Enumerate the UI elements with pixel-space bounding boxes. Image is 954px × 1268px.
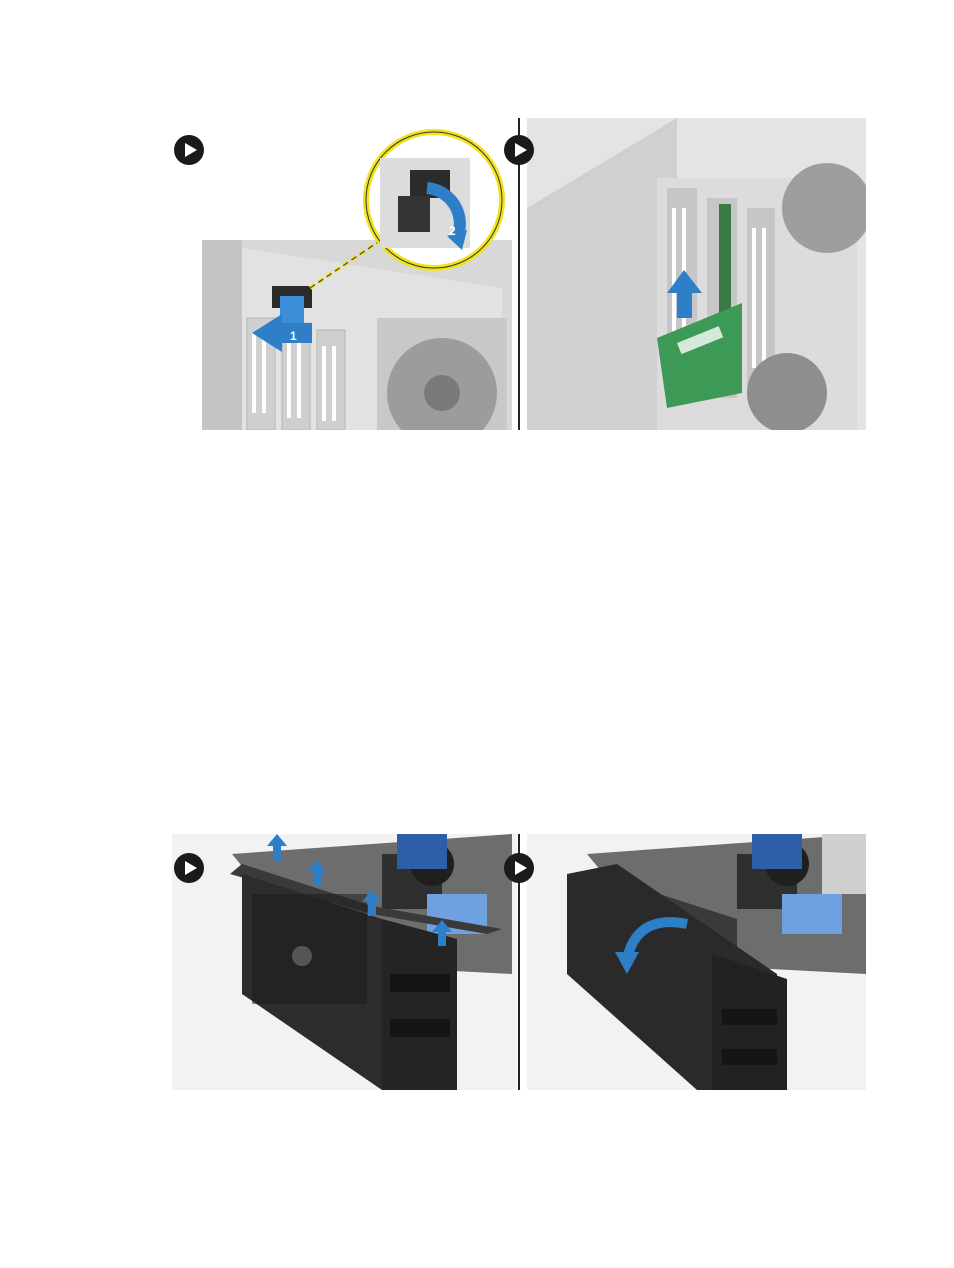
bezel-step-1-panel <box>172 834 517 1090</box>
callout-number-2: 2 <box>449 224 456 238</box>
play-arrow-icon <box>504 853 534 883</box>
bezel-step-2-panel <box>527 834 866 1090</box>
step-2-panel <box>527 118 866 430</box>
step-1-panel: 1 2 <box>172 118 517 430</box>
play-arrow-icon <box>504 135 534 165</box>
play-arrow-icon <box>174 135 204 165</box>
callout-number-1: 1 <box>290 329 297 343</box>
play-arrow-icon <box>174 853 204 883</box>
